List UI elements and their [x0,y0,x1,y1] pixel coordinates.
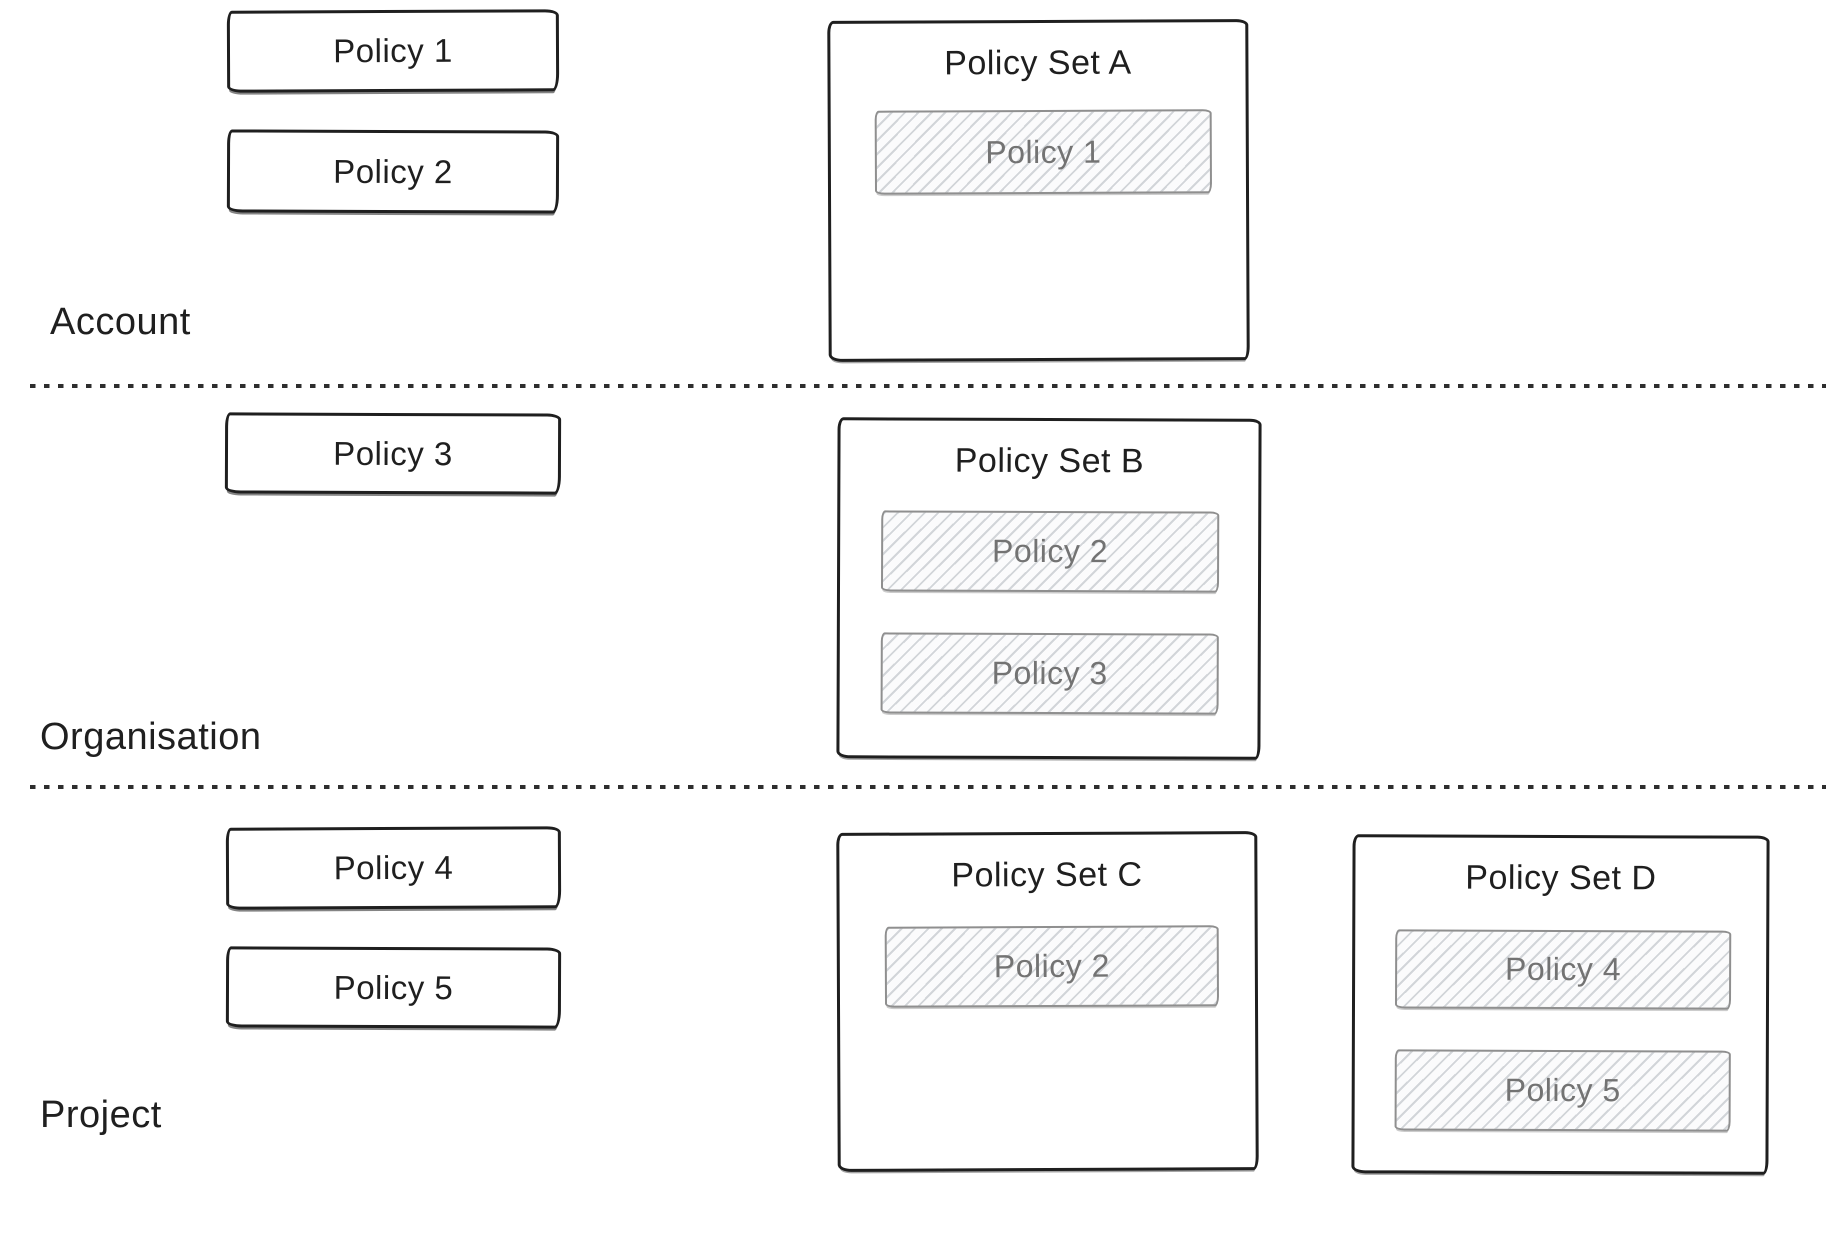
policy-set-box: Policy Set B Policy 2 Policy 3 [836,417,1262,760]
policy-box-label: Policy 3 [333,434,453,472]
policy-set-member-box: Policy 1 [874,109,1213,195]
policy-set-member-label: Policy 4 [1505,950,1622,988]
policy-set-member-box: Policy 2 [880,510,1220,593]
policy-box: Policy 2 [226,129,560,214]
policy-box-label: Policy 1 [333,31,453,70]
policy-set-member-label: Policy 5 [1504,1071,1621,1109]
policy-box: Policy 1 [226,9,560,93]
policy-set-member-label: Policy 3 [991,654,1108,692]
policy-set-box: Policy Set A Policy 1 [827,19,1250,362]
policy-set-member-box: Policy 3 [880,632,1219,715]
policy-box-label: Policy 5 [333,968,454,1006]
tier-label: Project [40,1094,162,1136]
policy-set-member-box: Policy 2 [884,925,1220,1008]
policy-set-title: Policy Set D [1465,858,1657,898]
policy-set-title: Policy Set A [944,43,1132,83]
policy-set-member-label: Policy 2 [993,947,1110,985]
policy-set-title: Policy Set C [951,855,1143,895]
tier-label: Account [50,301,191,343]
policy-box-label: Policy 2 [333,152,453,190]
tier-label: Organisation [40,716,262,758]
policy-set-box: Policy Set D Policy 4 Policy 5 [1351,834,1770,1175]
policy-set-box: Policy Set C Policy 2 [836,831,1259,1172]
policy-box: Policy 5 [225,946,562,1029]
tier-divider-dotted-line [30,785,1826,789]
policy-box: Policy 3 [224,412,562,495]
policy-set-member-box: Policy 4 [1394,929,1732,1010]
policy-set-member-box: Policy 5 [1394,1049,1731,1132]
tier-divider-dotted-line [30,384,1826,388]
policy-set-title: Policy Set B [954,441,1145,481]
policy-set-member-label: Policy 1 [985,133,1102,170]
policy-set-member-label: Policy 2 [992,532,1109,570]
policy-box: Policy 4 [225,826,562,910]
policy-box-label: Policy 4 [333,848,454,887]
